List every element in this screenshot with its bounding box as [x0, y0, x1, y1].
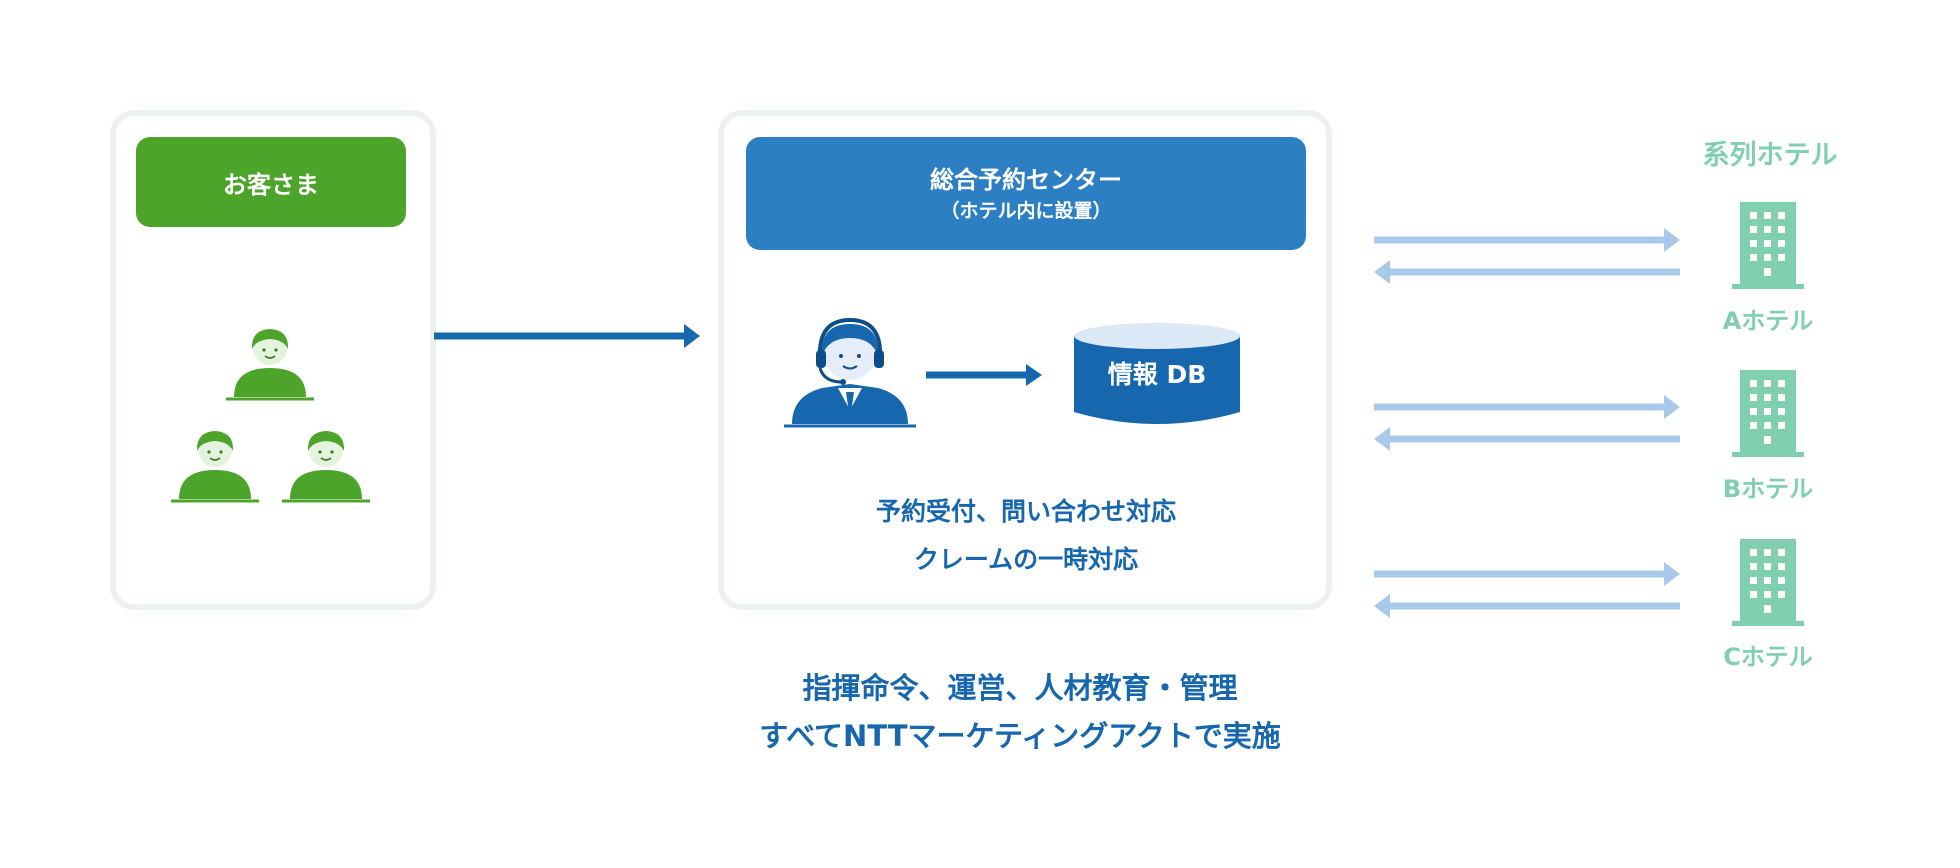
building-icon	[1732, 202, 1804, 289]
bottom-caption-line2: すべてNTTマーケティングアクトで実施	[759, 719, 1281, 753]
customer-to-center-arrow	[434, 324, 700, 348]
hotel-b-label: Bホテル	[1722, 475, 1814, 503]
center-caption-line2: クレームの一時対応	[913, 545, 1139, 574]
person-icon	[171, 431, 259, 503]
building-icon	[1732, 539, 1804, 626]
bidirectional-arrow-hotel-a	[1374, 228, 1680, 284]
customer-header: お客さま	[136, 137, 406, 227]
db-label: 情報 DB	[1107, 360, 1207, 389]
bottom-caption: 指揮命令、運営、人材教育・管理 すべてNTTマーケティングアクトで実施	[640, 664, 1400, 760]
operator-headset-icon	[784, 317, 916, 428]
bottom-caption-line1: 指揮命令、運営、人材教育・管理	[802, 671, 1238, 705]
hotels-title: 系列ホテル	[1702, 140, 1838, 171]
center-subtitle: （ホテル内に設置）	[940, 199, 1112, 222]
database: 情報 DB	[1074, 322, 1240, 428]
center-header: 総合予約センター （ホテル内に設置）	[746, 137, 1306, 250]
customer-title: お客さま	[223, 170, 319, 199]
person-icon	[226, 329, 314, 401]
person-icon	[282, 431, 370, 503]
center-caption: 予約受付、問い合わせ対応 クレームの一時対応	[746, 488, 1306, 584]
bidirectional-arrow-hotel-c	[1374, 562, 1680, 618]
center-caption-line1: 予約受付、問い合わせ対応	[875, 497, 1176, 526]
database-icon	[1074, 323, 1240, 424]
building-icon	[1732, 370, 1804, 457]
operator-to-db-arrow	[926, 364, 1042, 386]
hotel-a-label: Aホテル	[1722, 307, 1814, 335]
bidirectional-arrow-hotel-b	[1374, 395, 1680, 451]
hotel-c-label: Cホテル	[1723, 643, 1813, 671]
center-title: 総合予約センター	[930, 165, 1122, 194]
